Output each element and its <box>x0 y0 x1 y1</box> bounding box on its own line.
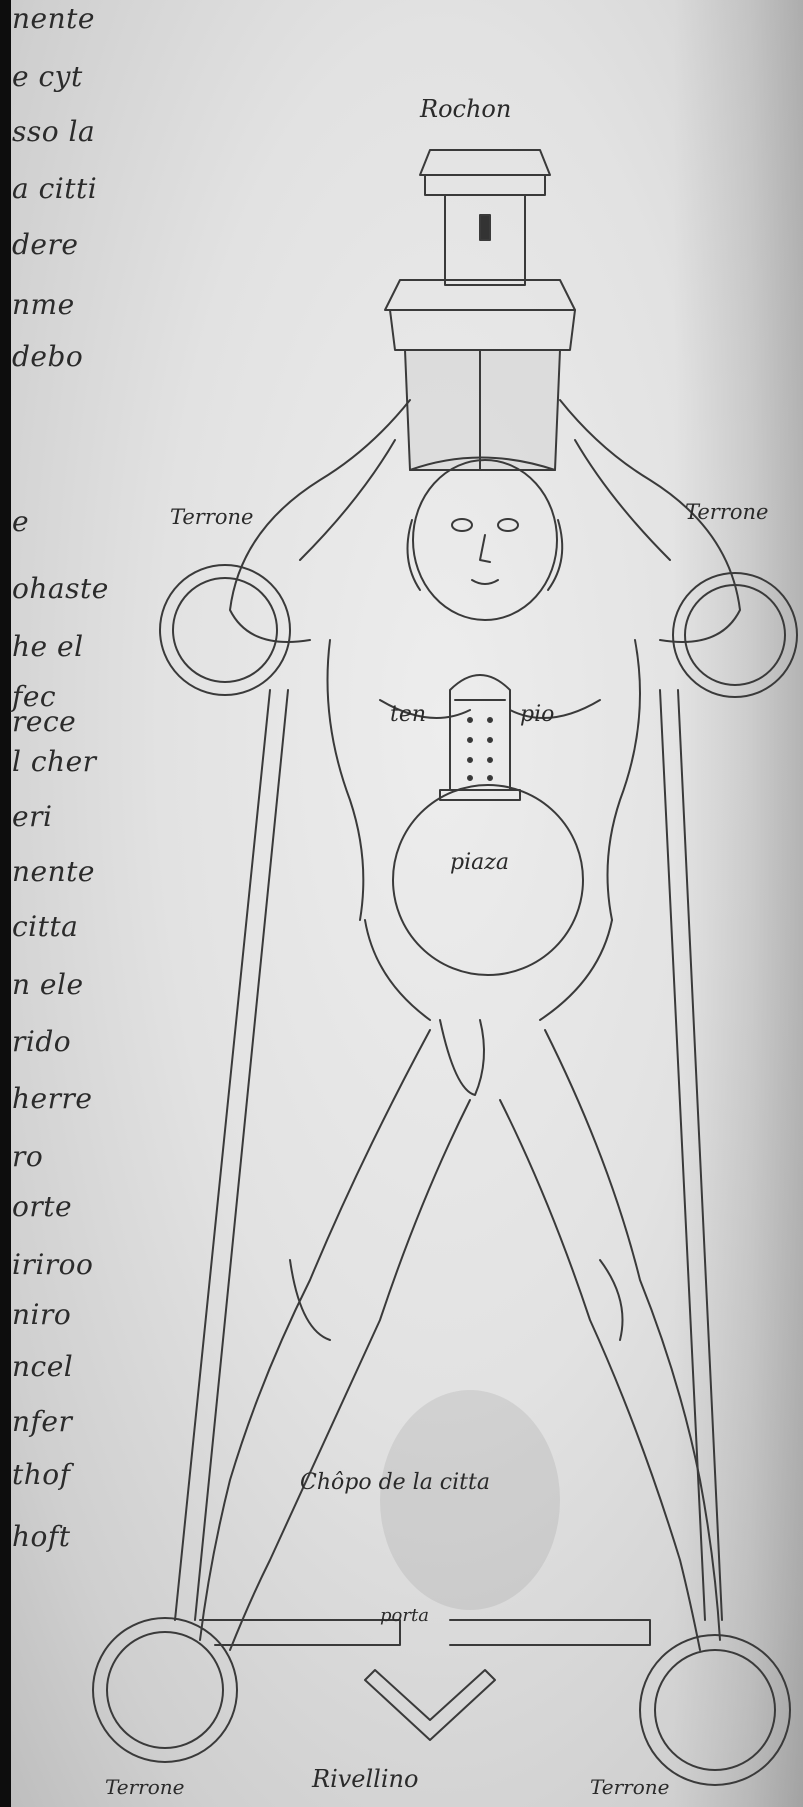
rivellino-ravelin <box>365 1670 495 1740</box>
label-tower-left: Terrone <box>170 505 253 529</box>
temple-building <box>440 675 520 800</box>
tower-left-outer <box>160 565 290 695</box>
label-tower-bottom-left: Terrone <box>105 1775 185 1799</box>
tower-right-outer <box>673 573 797 697</box>
label-rivellino: Rivellino <box>312 1765 418 1793</box>
tower-bottom-left-outer <box>93 1618 237 1762</box>
tower-left-inner <box>173 578 277 682</box>
piazza-circle <box>393 785 583 975</box>
tower-bottom-right-inner <box>655 1650 775 1770</box>
label-tower-bottom-right: Terrone <box>590 1775 670 1799</box>
label-gate: porta <box>380 1605 429 1626</box>
label-temple-right: pio <box>520 702 554 727</box>
rocca-tower <box>385 150 575 470</box>
tower-bottom-right-outer <box>640 1635 790 1785</box>
tower-right-inner <box>685 585 785 685</box>
figure-torso <box>328 640 641 920</box>
label-tower-right: Terrone <box>685 500 768 524</box>
label-body: Chôpo de la citta <box>300 1470 490 1495</box>
figure-head <box>408 460 563 620</box>
label-rochon: Rochon <box>420 95 511 123</box>
tower-bottom-left-inner <box>107 1632 223 1748</box>
label-temple-left: ten <box>390 702 426 727</box>
ink-stain <box>380 1390 560 1610</box>
label-piazza: piaza <box>450 850 509 875</box>
